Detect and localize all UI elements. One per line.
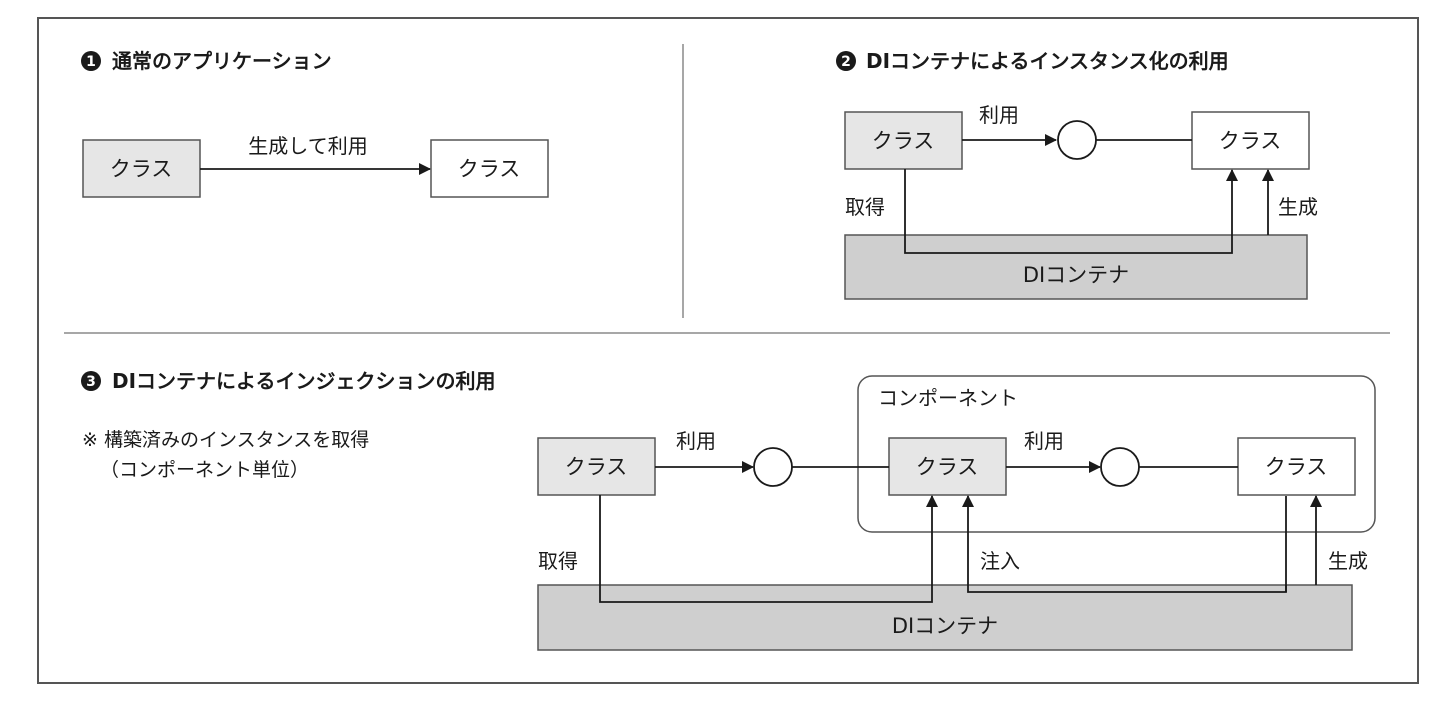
section-2: 2 DIコンテナによるインスタンス化の利用 DIコンテナ クラス クラス 利用 … [836,49,1318,300]
s3-class-left-box [537,437,656,496]
s3-class-middle-box [888,437,1007,496]
s3-get-arrow [599,495,938,603]
section-1-number: 1 [86,54,96,70]
s3-note-line-2: （コンポーネント単位） [100,459,309,481]
s3-class-right-box [1237,437,1356,496]
s3-use-label-1: 利用 [676,429,716,453]
s3-class-middle-label: クラス [916,455,979,479]
section-2-number: 2 [841,54,851,70]
section-1-heading: 通常のアプリケーション [112,49,332,73]
section-1-number-badge [81,51,101,71]
s2-create-label: 生成 [1278,195,1318,219]
s3-interface-circle-2 [1100,447,1140,487]
section-1: 1 通常のアプリケーション クラス クラス 生成して利用 [81,49,549,198]
s2-class-right-box [1191,111,1310,170]
s1-class-right-label: クラス [458,157,521,181]
s2-get-label: 取得 [845,195,885,219]
s1-class-right-box [430,139,549,198]
s2-use-label: 利用 [979,103,1019,127]
section-3-number: 3 [86,374,96,390]
s3-component-label: コンポーネント [878,386,1018,410]
section-3-heading: DIコンテナによるインジェクションの利用 [112,369,495,393]
s3-interface-circle-1 [753,447,793,487]
s2-class-left-label: クラス [872,129,935,153]
s3-use-label-2: 利用 [1024,429,1064,453]
s3-inject-label: 注入 [980,549,1020,573]
section-3: 3 DIコンテナによるインジェクションの利用 ※ 構築済みのインスタンスを取得 … [81,369,1376,651]
section-2-heading: DIコンテナによるインスタンス化の利用 [866,49,1229,73]
s3-di-container [537,584,1353,651]
s3-note-line-1: ※ 構築済みのインスタンスを取得 [82,429,369,451]
section-2-number-badge [836,51,856,71]
s2-di-container [844,234,1308,300]
s2-class-right-label: クラス [1219,129,1282,153]
s3-di-container-label: DIコンテナ [892,614,998,638]
s1-create-use-label: 生成して利用 [248,134,367,158]
s3-get-label: 取得 [538,549,578,573]
s1-class-left-label: クラス [110,157,173,181]
s3-component-group [857,375,1376,533]
s2-di-container-label: DIコンテナ [1023,263,1129,287]
s2-interface-circle [1057,120,1097,160]
section-3-number-badge [81,371,101,391]
s3-create-label: 生成 [1328,549,1368,573]
s1-class-left-box [82,139,201,198]
s3-class-left-label: クラス [565,455,628,479]
s3-class-right-label: クラス [1265,455,1328,479]
s2-get-arrow [904,169,1238,254]
outer-frame [37,17,1419,684]
